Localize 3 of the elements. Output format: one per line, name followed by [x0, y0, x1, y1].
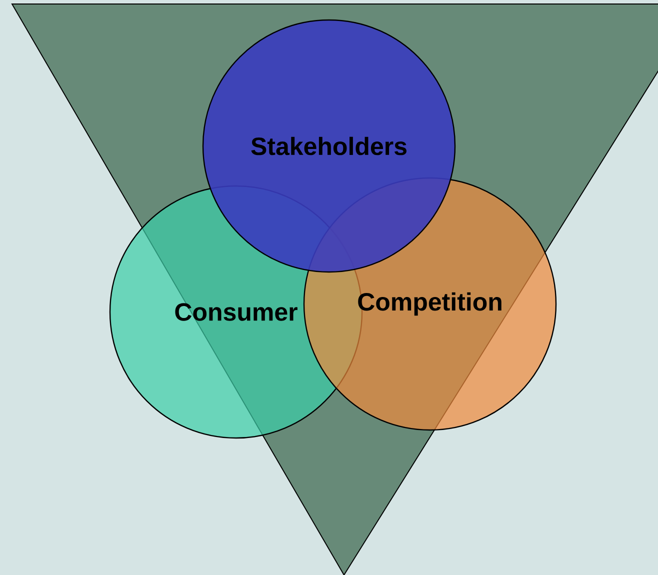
circle-label: Stakeholders [251, 136, 406, 156]
circle-label: Consumer [175, 303, 298, 321]
circle-label: Competition [358, 292, 502, 316]
